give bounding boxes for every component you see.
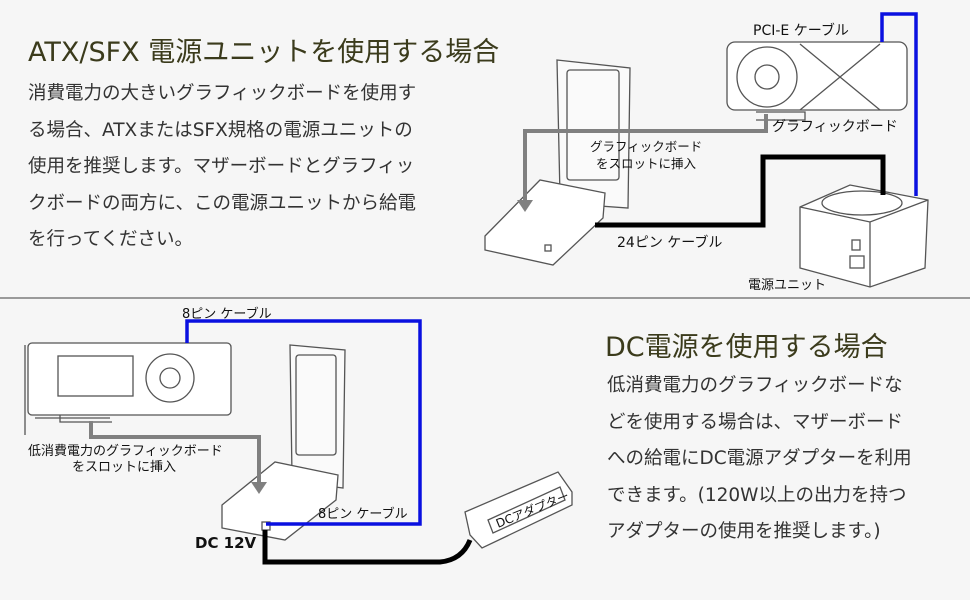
- atx-diagram: [484, 41, 929, 288]
- insert-arrow: [89, 421, 261, 486]
- insert-arrowhead: [517, 200, 533, 212]
- dc-section-description: 低消費電力のグラフィックボードな どを使用する場合は、マザーボード への給電にD…: [607, 368, 912, 551]
- insert-label-line2: をスロットに挿入: [596, 156, 697, 171]
- riser-board: [221, 461, 339, 541]
- insert-label-line1: グラフィックボード: [590, 139, 702, 154]
- cable-24pin-label: 24ピン ケーブル: [617, 234, 722, 251]
- text-line: 低消費電力のグラフィックボードな: [607, 375, 903, 396]
- dc-adapter-icon: [464, 471, 573, 549]
- section-divider: [0, 297, 970, 299]
- text-line: る場合、ATXまたはSFX規格の電源ユニットの: [28, 119, 413, 141]
- dc12v-label: DC 12V: [195, 534, 257, 552]
- insert-arrowhead: [251, 482, 267, 494]
- atx-section-title: ATX/SFX 電源ユニットを使用する場合: [28, 37, 500, 68]
- insert-label-line1: 低消費電力のグラフィックボード: [28, 444, 223, 459]
- text-line: への給電にDC電源アダプターを利用: [607, 448, 912, 469]
- psu-label: 電源ユニット: [748, 278, 826, 293]
- text-line: クボードの両方に、この電源ユニットから給電: [28, 192, 416, 214]
- text-line: できます。(120W以上の出力を持つ: [607, 484, 907, 506]
- power-supply-icon: [799, 184, 929, 288]
- insert-label-line2: をスロットに挿入: [72, 460, 176, 475]
- text-line: どを使用する場合は、マザーボード: [607, 411, 904, 433]
- cable-24pin: [595, 154, 886, 228]
- text-line: を行ってください。: [28, 229, 194, 250]
- text-line: 消費電力の大きいグラフィックボードを使用す: [28, 83, 417, 104]
- text-line: 使用を推奨します。マザーボードとグラフィッ: [28, 156, 415, 177]
- atx-section-description: 消費電力の大きいグラフィックボードを使用す る場合、ATXまたはSFX規格の電源…: [28, 76, 416, 259]
- graphics-board-label: グラフィックボード: [772, 119, 898, 135]
- riser-board: [484, 179, 606, 266]
- pcie-cable-label: PCI-E ケーブル: [753, 22, 849, 39]
- graphics-card-icon: [726, 41, 908, 121]
- graphics-card-icon: [24, 342, 232, 435]
- cable-8pin: [185, 319, 422, 526]
- pcie-cable: [880, 12, 918, 196]
- dc-diagram: [24, 342, 573, 549]
- dc-section-title: DC電源を使用する場合: [605, 332, 888, 363]
- dc-power-cable: [262, 530, 473, 565]
- cable-8pin-bottom-label: 8ピン ケーブル: [318, 506, 408, 522]
- insert-arrow: [523, 114, 768, 204]
- cable-8pin-top-label: 8ピン ケーブル: [182, 306, 272, 322]
- text-line: アダプターの使用を推奨します。): [607, 521, 881, 542]
